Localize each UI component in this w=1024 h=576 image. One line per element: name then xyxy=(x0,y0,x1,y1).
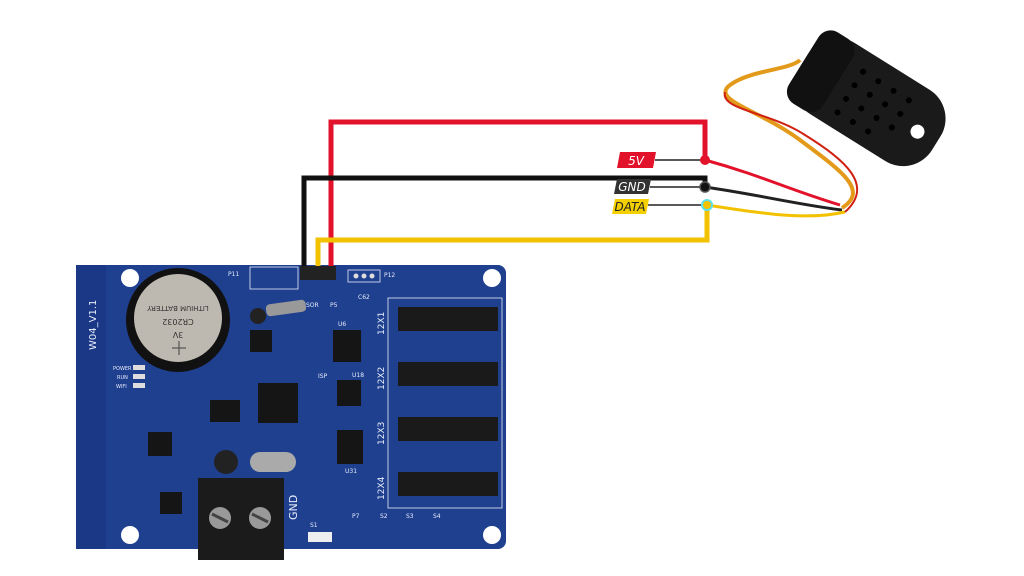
header-12x1-label: 12X1 xyxy=(377,312,387,335)
pin-label-5v: 5V xyxy=(617,152,656,168)
s2-label: S2 xyxy=(380,513,388,520)
led-controller-board: W04_V1.1 3V CR2032 LITHIUM BATTERY POWER… xyxy=(76,265,506,560)
power-junction-dot xyxy=(700,155,710,165)
c62-label: C62 xyxy=(358,294,370,301)
u18-label: U18 xyxy=(352,372,364,379)
led-run-label: RUN xyxy=(117,375,128,381)
reset-button xyxy=(308,532,332,542)
battery-model: CR2032 xyxy=(162,317,194,326)
u6-label: U6 xyxy=(338,321,346,328)
header-12x4-label: 12X4 xyxy=(377,476,387,500)
s4-label: S4 xyxy=(433,513,441,520)
isp-label: ISP xyxy=(318,373,328,380)
p12-label: P12 xyxy=(384,272,395,279)
battery-voltage: 3V xyxy=(172,330,183,339)
data-wire xyxy=(315,205,710,278)
status-leds: POWER RUN WIFI xyxy=(113,365,145,390)
pin-label-gnd-text: GND xyxy=(618,180,646,194)
power-wire xyxy=(328,119,708,278)
pin-label-gnd: GND xyxy=(614,179,651,194)
p11-label: P11 xyxy=(228,271,239,278)
u31-label: U31 xyxy=(345,468,357,475)
p5-label: P5 xyxy=(330,302,338,309)
header-12x3-label: 12X3 xyxy=(377,422,387,445)
battery-plus-icon xyxy=(172,341,186,355)
gnd-silk-label: GND xyxy=(287,495,300,520)
p7-label: P7 xyxy=(352,513,360,520)
s3-label: S3 xyxy=(406,513,414,520)
main-mcu-chip xyxy=(258,383,298,423)
board-model-label: W04_V1.1 xyxy=(88,300,99,350)
ground-junction-dot xyxy=(699,181,711,193)
header-12x2-label: 12X2 xyxy=(377,367,387,390)
crystal xyxy=(250,452,296,472)
pin-label-data: DATA xyxy=(612,199,649,214)
temperature-humidity-sensor xyxy=(786,30,946,167)
led-wifi-label: WIFI xyxy=(116,384,127,390)
sor-label: SOR xyxy=(306,302,319,309)
hub-headers: 12X1 12X2 12X3 12X4 xyxy=(377,297,503,509)
power-terminal-block xyxy=(198,478,284,560)
led-power-label: POWER xyxy=(113,366,132,372)
coin-battery: 3V CR2032 LITHIUM BATTERY xyxy=(126,268,230,372)
s1-label: S1 xyxy=(310,522,318,529)
pin-label-5v-text: 5V xyxy=(628,154,645,168)
battery-type: LITHIUM BATTERY xyxy=(147,304,209,312)
pin-label-data-text: DATA xyxy=(614,200,645,214)
data-junction-dot xyxy=(701,199,713,211)
